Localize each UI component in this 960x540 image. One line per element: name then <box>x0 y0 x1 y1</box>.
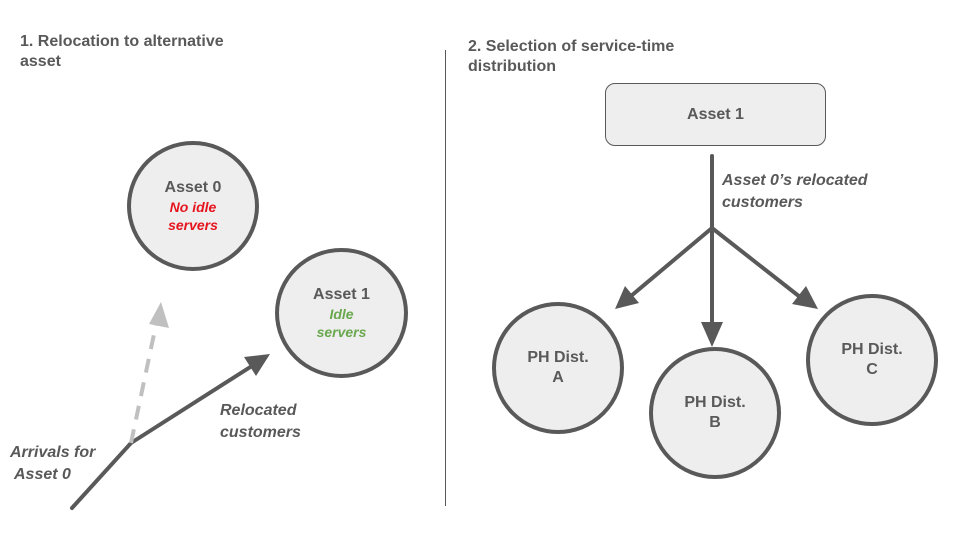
branch-c-shaft <box>710 226 802 299</box>
panel1-title-line1: 1. Relocation to alternative <box>20 33 224 50</box>
panel2-title-line1: 2. Selection of service-time <box>468 38 675 55</box>
ph-dist-c-line2: C <box>866 361 878 378</box>
branch-a-arrowhead <box>615 286 639 309</box>
relocation-arrowhead <box>244 354 270 376</box>
ph-dist-b-node: PH Dist. B <box>649 347 781 479</box>
arrivals-line2: Asset 0 <box>14 466 71 483</box>
ph-dist-c-node: PH Dist. C <box>806 294 938 426</box>
panel2-title: 2. Selection of service-time distributio… <box>468 37 674 77</box>
panel1-title: 1. Relocation to alternative asset <box>20 32 224 72</box>
asset0-label: Asset 0 <box>164 179 222 196</box>
asset1-box-label: Asset 1 <box>687 105 744 123</box>
relocated-customers-label: Relocated customers <box>220 400 301 444</box>
asset1-status-line1: Idle <box>329 306 354 322</box>
asset1-node: Asset 1 Idle servers <box>275 248 408 378</box>
branch-label: Asset 0’s relocated customers <box>722 170 868 214</box>
branch-a-shaft <box>629 226 714 298</box>
ph-dist-a-node: PH Dist. A <box>492 302 624 434</box>
arrivals-label: Arrivals for Asset 0 <box>10 442 95 486</box>
arrivals-line1: Arrivals for <box>10 444 96 461</box>
branch-c-arrowhead <box>792 286 818 309</box>
ph-dist-b-line1: PH Dist. <box>684 394 746 411</box>
ph-dist-b-line2: B <box>709 414 721 431</box>
panel2-title-line2: distribution <box>468 58 556 75</box>
ph-dist-a-line1: PH Dist. <box>527 349 589 366</box>
asset1-status-line2: servers <box>316 324 367 340</box>
arrivals-line <box>70 441 133 510</box>
relocated-line1: Relocated <box>220 402 297 419</box>
panel-divider <box>445 50 446 506</box>
relocation-arrow-shaft <box>129 362 257 445</box>
asset0-node: Asset 0 No idle servers <box>127 141 259 271</box>
panel1-title-line2: asset <box>20 53 61 70</box>
branch-line2: customers <box>722 194 803 211</box>
blocked-arrowhead <box>149 302 169 328</box>
blocked-arrow-shaft <box>129 319 159 444</box>
asset1-label: Asset 1 <box>313 286 370 303</box>
ph-dist-c-line1: PH Dist. <box>841 341 903 358</box>
relocated-line2: customers <box>220 424 301 441</box>
asset1-box: Asset 1 <box>605 83 826 146</box>
branch-b-arrowhead <box>701 322 723 347</box>
asset0-status-line2: servers <box>168 217 218 233</box>
branch-line1: Asset 0’s relocated <box>722 172 868 189</box>
asset0-status-line1: No idle <box>169 199 217 215</box>
ph-dist-a-line2: A <box>552 369 564 386</box>
